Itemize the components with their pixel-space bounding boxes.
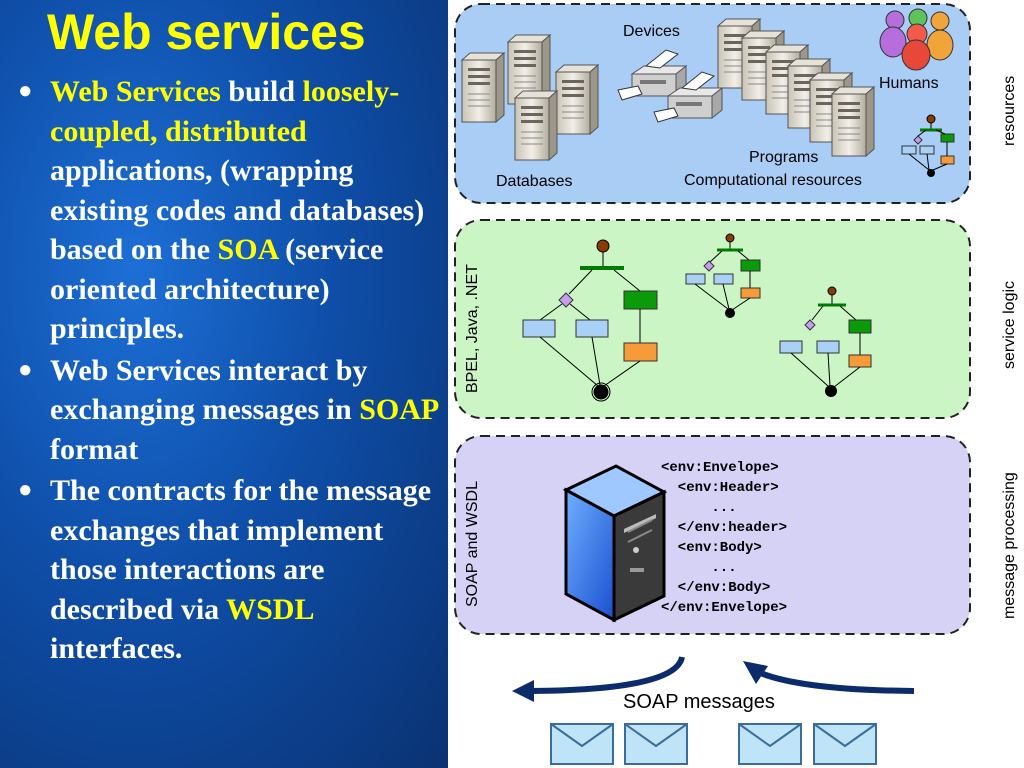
bullet-text: format	[50, 432, 139, 466]
soap-code-line: <env:Envelope>	[661, 460, 779, 476]
bullet-dot-icon: ●	[18, 477, 33, 503]
soap-code-line: <env:Header>	[661, 480, 779, 496]
highlighted-text: Web Services	[50, 75, 221, 108]
left-text-panel: Web services ● Web Services build loosely…	[0, 0, 448, 768]
workflow-small-icon-1	[685, 233, 761, 318]
soap-wsdl-label: SOAP and WSDL	[464, 481, 481, 607]
soap-code-line: ...	[661, 500, 737, 516]
envelope-icon	[738, 723, 802, 765]
soap-code-line: <env:Body>	[661, 540, 762, 556]
bullet-text: interfaces.	[50, 632, 183, 665]
computational-resources-label: Computational resources	[684, 172, 862, 189]
humans-label: Humans	[879, 75, 939, 92]
bullet-text: applications, (wrapping existing codes a…	[50, 154, 425, 266]
web-services-diagram: Devices Humans Databases Programs Comput…	[454, 3, 1018, 765]
bullet-dot-icon: ●	[18, 78, 33, 104]
devices-label: Devices	[623, 23, 680, 40]
bullet-list: ● Web Services build loosely-coupled, dis…	[0, 72, 445, 671]
resources-workflow-icon	[901, 114, 955, 177]
workflow-small-icon-2	[779, 286, 872, 397]
envelope-icon	[550, 723, 614, 765]
envelope-icon	[624, 723, 688, 765]
bullet-text: Web Services interact by exchanging mess…	[50, 353, 368, 427]
soap-code-line: </env:header>	[661, 520, 787, 536]
bullet-item: ● Web Services interact by exchanging mes…	[0, 351, 445, 470]
bullet-text: (service oriented architecture) principl…	[50, 233, 384, 345]
slide-title: Web services	[47, 4, 366, 60]
soap-code-line: </env:Envelope>	[661, 600, 787, 616]
programs-label: Programs	[749, 149, 818, 166]
soap-message-arrows	[512, 656, 915, 702]
service-logic-box	[454, 219, 971, 419]
highlighted-text: SOAP	[359, 393, 438, 426]
bullet-dot-icon: ●	[18, 356, 33, 383]
bullet-item: ● Web Services build loosely-coupled, dis…	[0, 72, 445, 349]
databases-label: Databases	[496, 173, 573, 190]
workflow-large-icon	[522, 239, 658, 402]
envelope-icon	[813, 723, 877, 765]
soap-envelope-code: <env:Envelope> <env:Header> ... </env:he…	[661, 460, 787, 616]
resources-side-label: resources	[1001, 76, 1018, 146]
bullet-text: build	[220, 75, 303, 108]
bpel-java-net-label: BPEL, Java, .NET	[464, 264, 481, 393]
highlighted-text: SOA	[217, 233, 278, 266]
highlighted-text: WSDL	[226, 592, 313, 626]
service-logic-side-label: service logic	[1001, 281, 1018, 369]
envelope-icons	[550, 723, 877, 765]
soap-messages-label: SOAP messages	[623, 691, 775, 713]
soap-code-line: </env:Body>	[661, 580, 770, 596]
bullet-item: ● The contracts for the message exchanges…	[0, 471, 445, 669]
humans-icon	[879, 8, 954, 71]
message-processing-side-label: message processing	[1001, 472, 1018, 619]
soap-code-line: ...	[661, 560, 737, 576]
bullet-text: The contracts for the message exchanges …	[50, 474, 432, 626]
highlighted-text: loosely-coupled, distributed	[50, 75, 400, 148]
blue-server-icon	[562, 464, 668, 623]
